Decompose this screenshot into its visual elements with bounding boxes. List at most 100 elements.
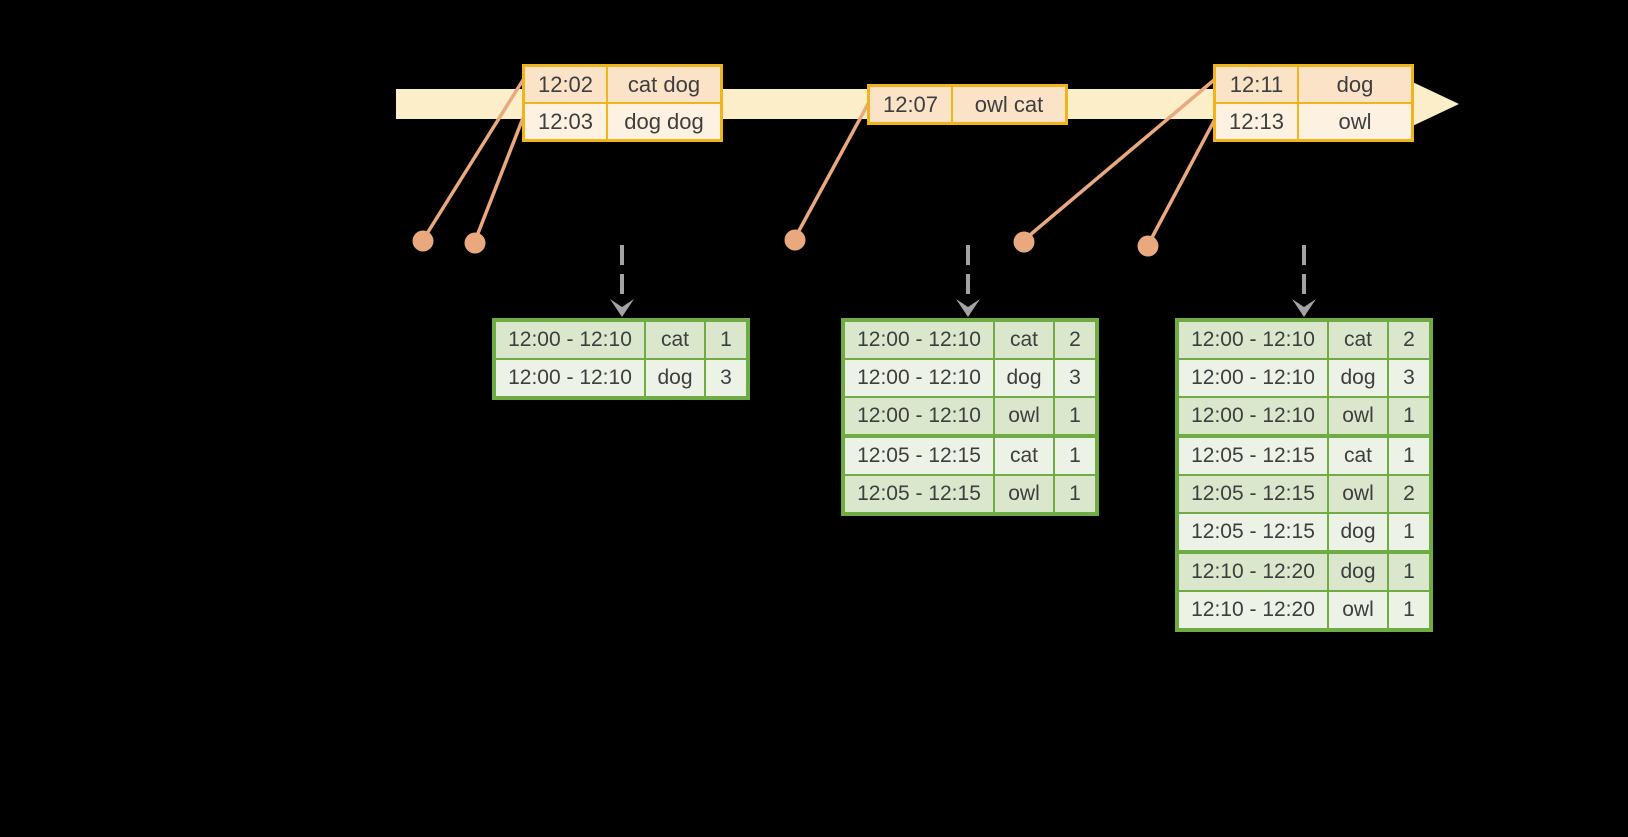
down-arrow-icon — [956, 299, 980, 317]
event-dot — [1013, 231, 1035, 253]
window-cell: 12:00 - 12:10 — [1179, 322, 1327, 358]
count-cell: 3 — [706, 360, 746, 396]
window-cell: 12:05 - 12:15 — [1179, 438, 1327, 474]
word-cell: dog — [1329, 514, 1387, 550]
count-cell: 1 — [1389, 554, 1429, 590]
event-dot — [464, 232, 486, 254]
window-cell: 12:00 - 12:10 — [845, 398, 993, 434]
count-cell: 1 — [1055, 476, 1095, 512]
timeline-arrowhead-icon — [1404, 78, 1459, 130]
event-time-cell: 12:13 — [1216, 104, 1297, 139]
down-arrow-icon — [1292, 299, 1316, 317]
count-cell: 3 — [1389, 360, 1429, 396]
window-cell: 12:00 - 12:10 — [1179, 360, 1327, 396]
window-cell: 12:10 - 12:20 — [1179, 592, 1327, 628]
word-cell: cat — [1329, 438, 1387, 474]
count-cell: 1 — [1389, 438, 1429, 474]
connector-line — [473, 116, 525, 243]
event-words-cell: cat dog — [608, 67, 720, 102]
connector-line — [1146, 119, 1216, 247]
connector-line — [793, 102, 870, 240]
window-cell: 12:05 - 12:15 — [1179, 514, 1327, 550]
count-cell: 1 — [1389, 514, 1429, 550]
event-words-cell: dog — [1299, 67, 1411, 102]
event-dot — [784, 229, 806, 251]
window-cell: 12:05 - 12:15 — [845, 476, 993, 512]
event-words-cell: dog dog — [608, 104, 720, 139]
window-cell: 12:00 - 12:10 — [1179, 398, 1327, 434]
word-cell: owl — [1329, 592, 1387, 628]
window-cell: 12:00 - 12:10 — [496, 322, 644, 358]
connector-line — [1022, 78, 1216, 242]
down-arrow-icon — [610, 299, 634, 317]
event-dot — [1137, 235, 1159, 257]
count-cell: 1 — [1055, 398, 1095, 434]
count-cell: 2 — [1389, 322, 1429, 358]
event-time-cell: 12:07 — [870, 87, 951, 122]
event-words-cell: owl — [1299, 104, 1411, 139]
count-cell: 2 — [1389, 476, 1429, 512]
word-cell: cat — [646, 322, 704, 358]
word-cell: cat — [1329, 322, 1387, 358]
count-cell: 1 — [1389, 398, 1429, 434]
count-cell: 3 — [1055, 360, 1095, 396]
connector-line — [421, 78, 525, 242]
count-cell: 1 — [1389, 592, 1429, 628]
word-cell: owl — [995, 476, 1053, 512]
word-cell: owl — [1329, 398, 1387, 434]
window-cell: 12:00 - 12:10 — [845, 322, 993, 358]
window-cell: 12:00 - 12:10 — [496, 360, 644, 396]
event-time-cell: 12:03 — [525, 104, 606, 139]
event-time-cell: 12:02 — [525, 67, 606, 102]
window-cell: 12:10 - 12:20 — [1179, 554, 1327, 590]
count-cell: 1 — [1055, 438, 1095, 474]
word-cell: dog — [995, 360, 1053, 396]
event-dot — [412, 230, 434, 252]
word-cell: dog — [1329, 360, 1387, 396]
window-cell: 12:05 - 12:15 — [845, 438, 993, 474]
count-cell: 2 — [1055, 322, 1095, 358]
window-cell: 12:00 - 12:10 — [845, 360, 993, 396]
word-cell: owl — [1329, 476, 1387, 512]
word-cell: dog — [646, 360, 704, 396]
word-cell: cat — [995, 438, 1053, 474]
word-cell: owl — [995, 398, 1053, 434]
word-cell: cat — [995, 322, 1053, 358]
word-cell: dog — [1329, 554, 1387, 590]
event-words-cell: owl cat — [953, 87, 1065, 122]
window-cell: 12:05 - 12:15 — [1179, 476, 1327, 512]
count-cell: 1 — [706, 322, 746, 358]
